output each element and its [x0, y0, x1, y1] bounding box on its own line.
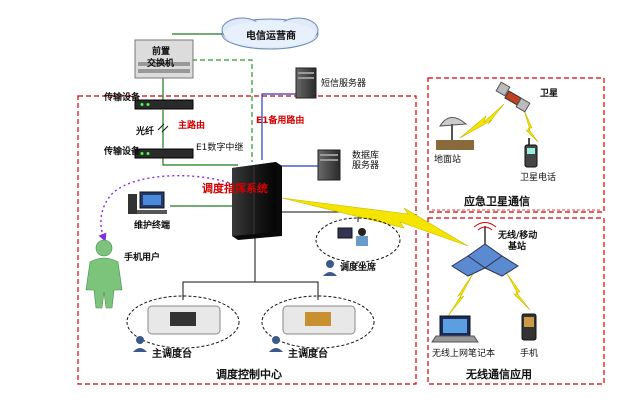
ground-station-label: 地面站 — [434, 155, 462, 165]
laptop-icon — [431, 315, 479, 343]
sms-server-icon — [295, 67, 317, 99]
wireless-app-title: 无线通信应用 — [466, 368, 532, 381]
db-server-icon — [317, 149, 341, 181]
sms-server-label: 短信服务器 — [321, 79, 367, 89]
mobile-user-label: 手机用户 — [124, 253, 161, 263]
satellite-phone-icon — [524, 138, 538, 168]
wireless-app-region — [427, 217, 605, 385]
laptop-bolt — [447, 271, 475, 317]
fiber-label: 光纤 — [136, 127, 155, 137]
front-switch-label-2: 交换机 — [147, 59, 175, 69]
consoles-bus-right — [255, 281, 319, 300]
e1-backup-label: E1备用路由 — [256, 116, 305, 126]
fiber-break-2 — [161, 125, 169, 133]
wireless-bolt — [281, 197, 469, 247]
main-console-2-icon — [261, 295, 375, 352]
consoles-bus — [182, 232, 256, 300]
satellite-phone-label: 卫星电话 — [520, 173, 557, 183]
trans2-to-switch-line — [162, 158, 238, 166]
control-center-title: 调度控制中心 — [216, 368, 282, 381]
main-console-2-label: 主调度台 — [288, 349, 328, 360]
dispatch-cabinet-icon — [232, 162, 282, 240]
satellite-bolt — [459, 103, 505, 139]
front-switch-label-1: 前置 — [152, 47, 171, 57]
satphone-bolt — [523, 109, 539, 143]
phone-bolt — [505, 271, 531, 311]
maintenance-terminal-label: 维护终端 — [134, 221, 171, 231]
telecom-cloud — [221, 17, 319, 50]
main-route-label: 主路由 — [178, 121, 206, 131]
ground-station-icon — [436, 117, 474, 150]
sms-server-line — [261, 93, 300, 160]
wireless-bs-label-2: 基站 — [508, 242, 527, 252]
satellite-label: 卫星 — [540, 89, 559, 99]
main-console-1-icon — [126, 295, 240, 352]
front-switch-icon — [134, 39, 194, 79]
satellite-icon — [495, 81, 531, 113]
maintenance-terminal-icon — [128, 191, 167, 214]
main-console-1-label: 主调度台 — [152, 349, 192, 360]
control-center-region — [77, 95, 417, 385]
phone-label: 手机 — [520, 349, 539, 359]
transmission-device-1-icon — [134, 99, 194, 110]
e1-backup-route-line — [192, 59, 253, 162]
db-server-label-1: 数据库 — [352, 151, 380, 161]
transmission-device-2-icon — [134, 148, 194, 159]
wireless-bs-label-1: 无线/移动 — [498, 231, 538, 241]
emergency-satellite-region — [427, 77, 605, 213]
e1-trunk-label: E1数字中继 — [196, 143, 244, 153]
mobile-user-dotted — [98, 174, 244, 242]
fiber-break-1 — [157, 123, 165, 131]
mobile-user-icon — [85, 239, 123, 309]
transmission-2-label: 传输设备 — [104, 147, 141, 157]
emergency-satellite-title: 应急卫星通信 — [464, 195, 530, 208]
db-server-label-2: 服务器 — [352, 161, 380, 171]
telecom-operator-label: 电信运营商 — [246, 31, 296, 42]
dispatch-seat-icon — [315, 217, 401, 276]
dispatch-seat-label: 调度坐席 — [340, 263, 377, 273]
wireless-laptop-label: 无线上网笔记本 — [432, 349, 496, 359]
transmission-1-label: 传输设备 — [104, 93, 141, 103]
dispatch-system-label: 调度指挥系统 — [202, 182, 268, 195]
phone-icon — [521, 313, 537, 341]
wireless-base-station-icon — [451, 222, 519, 277]
